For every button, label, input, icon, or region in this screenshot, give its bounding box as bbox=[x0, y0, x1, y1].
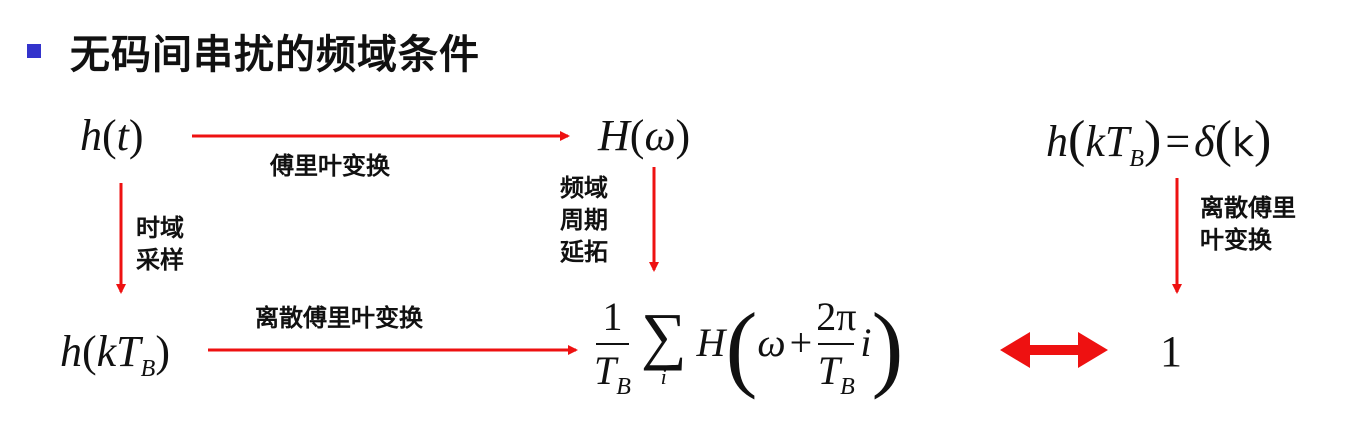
fraction-2pi-over-TB: 2π TB bbox=[816, 294, 857, 401]
label-freq-periodic-extension: 频域周期延拓 bbox=[560, 174, 608, 266]
double-arrow bbox=[1000, 332, 1108, 368]
h-of-t: h(t) bbox=[80, 111, 144, 160]
slide-title: 无码间串扰的频域条件 bbox=[70, 32, 480, 78]
label-time-sampling: 时域采样 bbox=[136, 214, 184, 274]
label-dtft-right: 离散傅里叶变换 bbox=[1200, 194, 1296, 254]
title-bullet bbox=[27, 44, 41, 58]
label-dtft-bottom: 离散傅里叶变换 bbox=[255, 304, 423, 332]
delta-condition: h(kTB)=δ(k) bbox=[1046, 111, 1272, 172]
constant-one: 1 bbox=[1160, 327, 1182, 376]
fraction-one-over-TB: 1 TB bbox=[594, 294, 631, 401]
summation-sign: ∑ i bbox=[640, 300, 687, 389]
H-of-omega: H(ω) bbox=[598, 111, 691, 160]
h-of-kTB: h(kTB) bbox=[60, 327, 170, 382]
periodic-sum-expression: 1 TB ∑ i H(ω+ 2π TB i) bbox=[594, 293, 904, 401]
label-fourier-transform: 傅里叶变换 bbox=[270, 152, 390, 180]
